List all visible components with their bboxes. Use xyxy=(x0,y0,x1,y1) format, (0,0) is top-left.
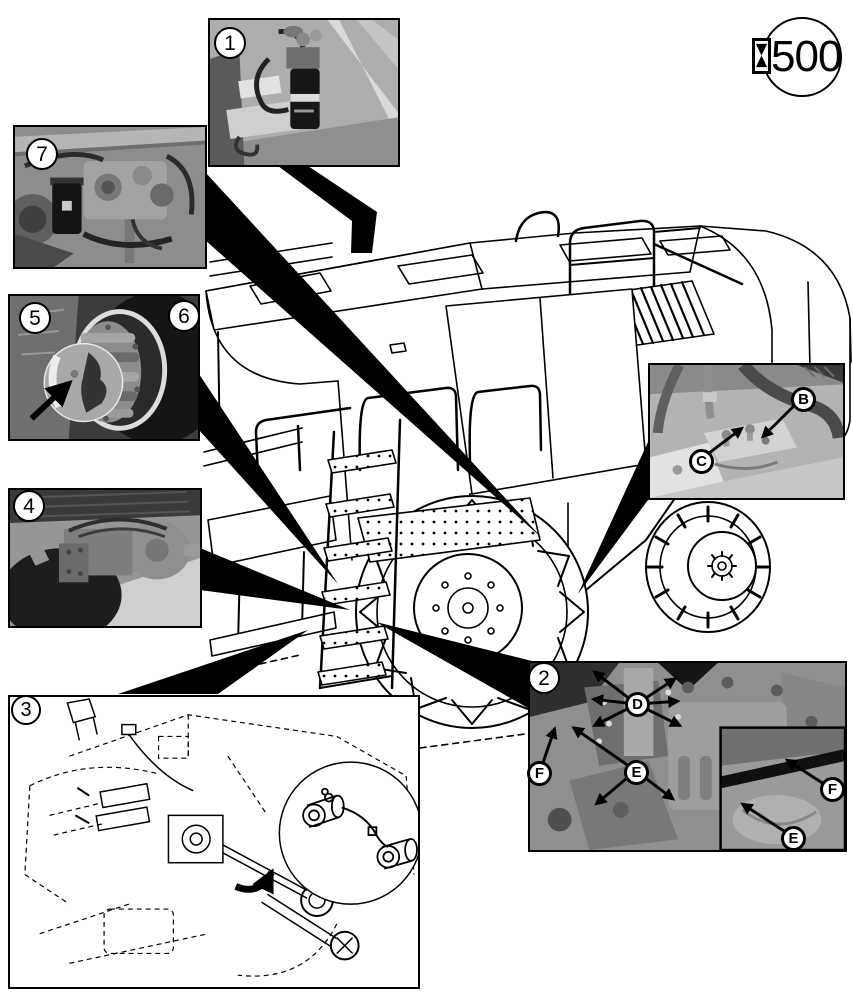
callout-box-4-axle-photo: 4 xyxy=(8,488,202,628)
callout-number-6: 6 xyxy=(168,300,200,332)
callout-box-3-line-drawing: 3 xyxy=(8,695,420,989)
point-label-f: F xyxy=(527,761,552,786)
leader-box56 xyxy=(199,374,338,584)
point-label-c: C xyxy=(689,449,714,474)
point-label-b: B xyxy=(791,387,816,412)
leader-box7 xyxy=(205,172,542,538)
gearbox xyxy=(167,814,224,864)
leader-pointers xyxy=(118,166,648,708)
callout-number-5: 5 xyxy=(19,302,51,334)
detail-circle-accumulators xyxy=(278,761,418,905)
callout-box-7-pump-photo: 7 xyxy=(13,125,207,269)
callout-number-2: 2 xyxy=(528,662,560,694)
fill-plug-inset-circle xyxy=(29,342,124,423)
point-label-inset-e: E xyxy=(781,826,806,851)
platform-ladder xyxy=(254,384,543,690)
callout-box-5-6-final-drive-photo: 5 6 xyxy=(8,294,200,441)
interval-hours-value: 500 xyxy=(771,32,842,81)
leader-box3 xyxy=(118,630,308,694)
callout-box-2-gearbox-photo: 2 D E F F E xyxy=(527,661,847,852)
point-label-inset-f: F xyxy=(820,777,845,802)
hose xyxy=(719,749,845,789)
callout-number-3: 3 xyxy=(11,695,41,725)
leader-box2 xyxy=(376,622,540,708)
point-label-e: E xyxy=(624,760,649,785)
hose-bracket xyxy=(66,698,98,741)
detail-pointer-arrow xyxy=(234,868,275,895)
callout-box-1-fuel-filter-photo: 1 xyxy=(208,18,400,167)
callout-number-1: 1 xyxy=(214,27,246,59)
grab-handle xyxy=(514,210,560,243)
callout-number-7: 7 xyxy=(26,138,58,170)
fill-plug-arrow xyxy=(29,379,73,421)
leader-boxbc xyxy=(578,442,648,594)
leader-box4 xyxy=(200,548,350,610)
handrail xyxy=(568,219,656,314)
hourglass-icon xyxy=(752,38,771,74)
callout-box-bc-fittings-photo: B C xyxy=(648,363,845,500)
rear-wheel xyxy=(645,501,771,633)
callout-number-4: 4 xyxy=(13,490,45,522)
point-label-d: D xyxy=(625,692,650,717)
leader-box1 xyxy=(278,166,377,253)
